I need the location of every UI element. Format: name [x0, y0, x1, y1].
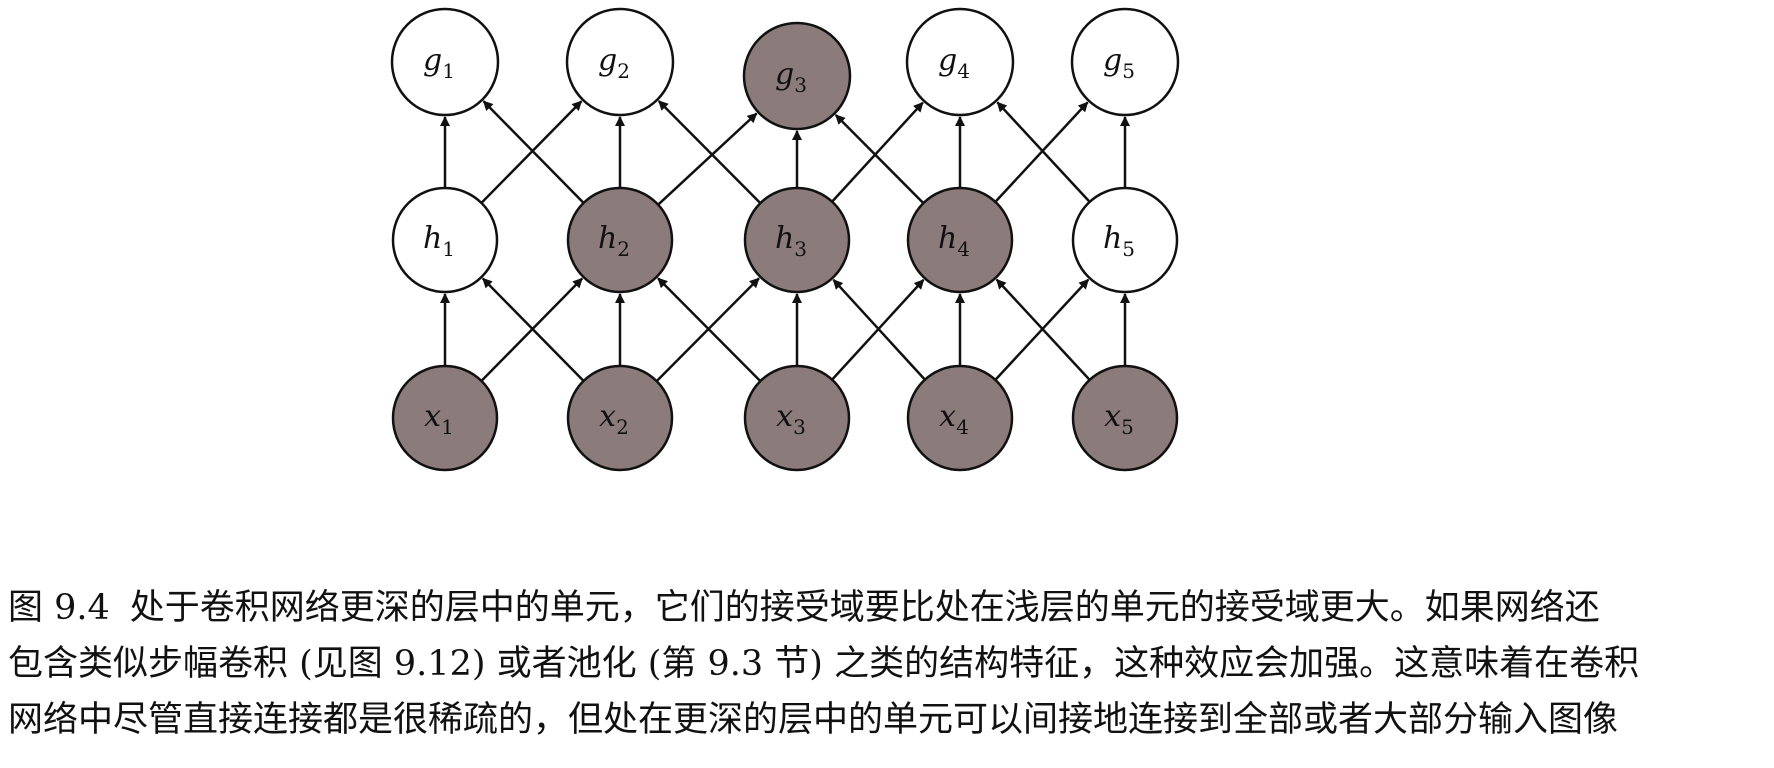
- node-g2: g2: [565, 7, 675, 117]
- node-h3: h3: [743, 186, 851, 294]
- node-circle-x2: [566, 364, 674, 472]
- edge-x2-to-h1: [481, 277, 585, 382]
- node-g4: g4: [905, 7, 1015, 117]
- node-label-h3: h3: [775, 221, 807, 261]
- node-label-x2: x2: [599, 399, 629, 439]
- node-label-h1: h1: [423, 221, 455, 261]
- node-circle-g1: [390, 7, 500, 117]
- node-circle-g4: [905, 7, 1015, 117]
- edges: [440, 100, 1130, 383]
- node-h2: h2: [566, 186, 674, 294]
- node-label-x5: x5: [1104, 399, 1134, 439]
- edge-h5-to-g4: [996, 101, 1091, 203]
- caption-line-3: 网络中尽管直接连接都是很稀疏的，但处在更深的层中的单元可以间接地连接到全部或者大…: [8, 700, 1619, 740]
- edge-x5-to-h4: [995, 278, 1091, 381]
- node-x4: x4: [906, 364, 1014, 472]
- node-x2: x2: [566, 364, 674, 472]
- figure-number: 图 9.4: [8, 588, 110, 628]
- node-label-h4: h4: [938, 221, 970, 261]
- node-label-x4: x4: [939, 399, 969, 439]
- edge-h4-to-g3: [834, 114, 925, 204]
- node-circle-h1: [391, 186, 499, 294]
- node-g1: g1: [390, 7, 500, 117]
- node-circle-x4: [906, 364, 1014, 472]
- node-label-g5: g5: [1103, 43, 1135, 83]
- node-label-g1: g1: [423, 43, 455, 83]
- node-circle-x3: [743, 364, 851, 472]
- nodes: g1 g2 g3 g4 g5 h1 h2 h3 h4 h5 x1 x2 x3 x4 x5: [390, 7, 1180, 472]
- node-h1: h1: [391, 186, 499, 294]
- edge-x3-to-h2: [657, 277, 762, 383]
- node-x5: x5: [1071, 364, 1179, 472]
- caption-text-1: 处于卷积网络更深的层中的单元，它们的接受域要比处在浅层的单元的接受域更大。如果网…: [129, 588, 1600, 628]
- receptive-field-diagram: g1 g2 g3 g4 g5 h1 h2 h3 h4 h5 x1 x2 x3 x4 x5: [390, 7, 1180, 472]
- edge-x4-to-h3: [832, 278, 926, 381]
- caption-line-1: 图 9.4 处于卷积网络更深的层中的单元，它们的接受域要比处在浅层的单元的接受域更…: [8, 580, 1763, 636]
- node-h4: h4: [906, 186, 1014, 294]
- edge-h1-to-g2: [480, 100, 583, 204]
- node-label-g2: g2: [598, 43, 630, 83]
- edge-h2-to-g3: [657, 112, 758, 206]
- edge-h3-to-g2: [657, 100, 762, 205]
- node-circle-h2: [566, 186, 674, 294]
- node-label-h5: h5: [1103, 221, 1135, 261]
- node-g5: g5: [1070, 7, 1180, 117]
- node-circle-g5: [1070, 7, 1180, 117]
- edge-h4-to-g5: [994, 101, 1089, 203]
- node-h5: h5: [1071, 186, 1179, 294]
- node-label-x1: x1: [424, 399, 454, 439]
- node-circle-h4: [906, 186, 1014, 294]
- node-x1: x1: [391, 364, 499, 472]
- node-x3: x3: [743, 364, 851, 472]
- node-label-g3: g3: [775, 57, 807, 97]
- node-label-h2: h2: [598, 221, 630, 261]
- figure-caption: 图 9.4 处于卷积网络更深的层中的单元，它们的接受域要比处在浅层的单元的接受域更…: [8, 580, 1763, 748]
- node-label-x3: x3: [776, 399, 806, 439]
- node-circle-g3: [742, 21, 852, 131]
- edge-h2-to-g1: [482, 100, 585, 204]
- node-circle-x1: [391, 364, 499, 472]
- node-circle-h5: [1071, 186, 1179, 294]
- node-g3: g3: [742, 21, 852, 131]
- edge-h3-to-g4: [831, 101, 924, 203]
- node-label-g4: g4: [938, 43, 970, 83]
- node-circle-x5: [1071, 364, 1179, 472]
- node-circle-g2: [565, 7, 675, 117]
- caption-line-2: 包含类似步幅卷积 (见图 9.12) 或者池化 (第 9.3 节) 之类的结构特…: [8, 644, 1640, 684]
- node-circle-h3: [743, 186, 851, 294]
